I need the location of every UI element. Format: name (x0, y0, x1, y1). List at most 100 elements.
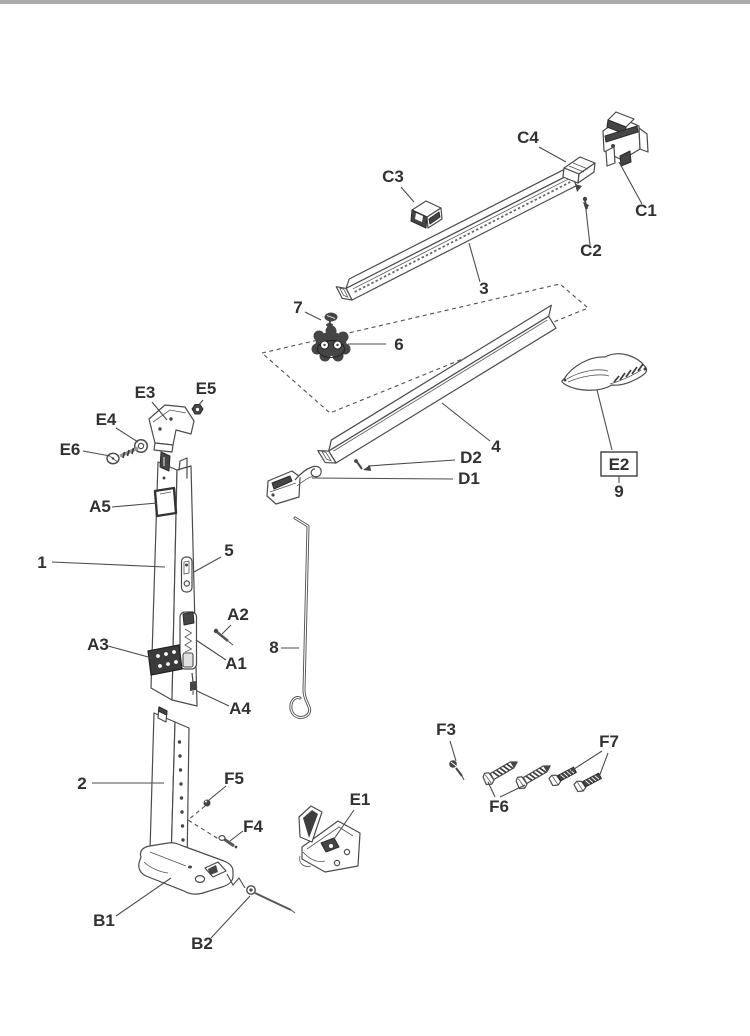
part-a5-plate (153, 486, 178, 518)
part-9-fabric (561, 353, 648, 391)
part-f6-lag-screw-2 (515, 765, 551, 790)
leader-d2 (367, 459, 456, 467)
label-d2: D2 (460, 448, 482, 467)
label-3: 3 (479, 279, 488, 298)
f5-f4-dashed-path (187, 805, 221, 841)
leader-c2 (585, 209, 591, 246)
leader-a3 (107, 645, 153, 659)
label-a1: A1 (225, 654, 247, 673)
label-6: 6 (394, 335, 403, 354)
label-f5: F5 (224, 769, 244, 788)
leader-f4 (229, 830, 244, 842)
label-8: 8 (269, 638, 278, 657)
rail3-attach-arrow (575, 184, 582, 192)
label-f3: F3 (436, 720, 456, 739)
part-f4-bolt (218, 834, 238, 849)
label-f6: F6 (489, 797, 509, 816)
part-4-bottom-rail (317, 304, 557, 464)
part-d1-end-cap (266, 465, 322, 505)
label-f4: F4 (243, 817, 263, 836)
part-e3-bracket (148, 404, 195, 453)
label-c3: C3 (382, 167, 404, 186)
part-f5-nut (203, 799, 211, 807)
label-a2: A2 (227, 605, 249, 624)
label-2: 2 (77, 774, 86, 793)
leader-7 (304, 311, 322, 321)
leader-f5 (208, 785, 227, 801)
leader-c4 (538, 146, 567, 163)
label-c4: C4 (517, 128, 539, 147)
label-f7: F7 (599, 732, 619, 751)
leader-d1 (311, 477, 454, 480)
label-d1: D1 (458, 469, 480, 488)
part-e6-bolt (106, 446, 139, 465)
leader-c1 (618, 161, 643, 205)
label-1: 1 (37, 553, 46, 572)
leader-5 (193, 556, 222, 573)
label-e5: E5 (196, 379, 217, 398)
part-a3-pad (147, 644, 183, 676)
label-4: 4 (491, 437, 501, 456)
leader-4 (441, 402, 491, 442)
label-e4: E4 (96, 410, 117, 429)
part-a2-pin (213, 628, 234, 646)
part-f3-screw (449, 760, 465, 781)
part-5-slot (180, 556, 193, 593)
scan-top-edge (0, 0, 750, 4)
part-f6-lag-screw-1 (482, 761, 518, 786)
part-a1-latch (179, 611, 198, 670)
dashed-reference-outline (260, 283, 590, 414)
leader-b2 (210, 895, 251, 939)
part-d2-screw (354, 459, 371, 471)
leader-f6b (499, 784, 526, 798)
leader-b1 (115, 877, 172, 917)
label-c2: C2 (580, 241, 602, 260)
leader-a5 (111, 502, 158, 508)
part-c4-sleeve (562, 156, 596, 184)
leader-a4 (196, 690, 230, 707)
leader-e4 (115, 427, 139, 443)
leader-f3 (449, 740, 457, 762)
part-b1-base-foot (138, 842, 234, 895)
label-b2: B2 (191, 934, 213, 953)
part-f7-bolt-1 (548, 766, 577, 787)
label-5: 5 (224, 541, 233, 560)
part-e5-nut (191, 404, 204, 415)
label-9: 9 (614, 482, 623, 501)
leader-f6a (487, 781, 496, 798)
part-a4-screw (190, 672, 196, 695)
label-e3: E3 (135, 383, 156, 402)
label-b1: B1 (93, 911, 115, 930)
leader-e6 (82, 450, 111, 457)
part-b2-pin (226, 873, 296, 914)
part-e1-foot-bracket (298, 805, 361, 873)
callout-labels: 1 2 3 4 5 6 7 8 9 A1 A2 A3 A4 A5 B1 B2 C… (37, 128, 657, 953)
leader-1 (51, 561, 166, 568)
leader-3 (468, 242, 481, 283)
part-8-pull-rod (289, 516, 312, 719)
label-c1: C1 (635, 201, 657, 220)
label-a5: A5 (89, 497, 111, 516)
part-6-flower-knob (311, 325, 351, 362)
leader-lines (51, 146, 643, 939)
leader-a1 (195, 639, 227, 661)
label-e1: E1 (350, 790, 371, 809)
part-c1-bracket (602, 111, 649, 167)
leader-e2 (596, 389, 613, 451)
label-7: 7 (293, 298, 302, 317)
label-a3: A3 (87, 635, 109, 654)
leader-c3 (400, 186, 415, 203)
part-c2-screw (582, 196, 589, 211)
leader-a2 (221, 624, 232, 635)
leader-e5 (196, 399, 204, 408)
label-e2: E2 (609, 455, 630, 474)
label-a4: A4 (229, 699, 251, 718)
part-3-top-rail (335, 163, 578, 301)
label-e6: E6 (60, 440, 81, 459)
part-f7-bolt-2 (573, 772, 602, 793)
leader-e3 (151, 401, 168, 421)
leader-e1 (333, 809, 355, 840)
leader-f7a (570, 750, 603, 772)
